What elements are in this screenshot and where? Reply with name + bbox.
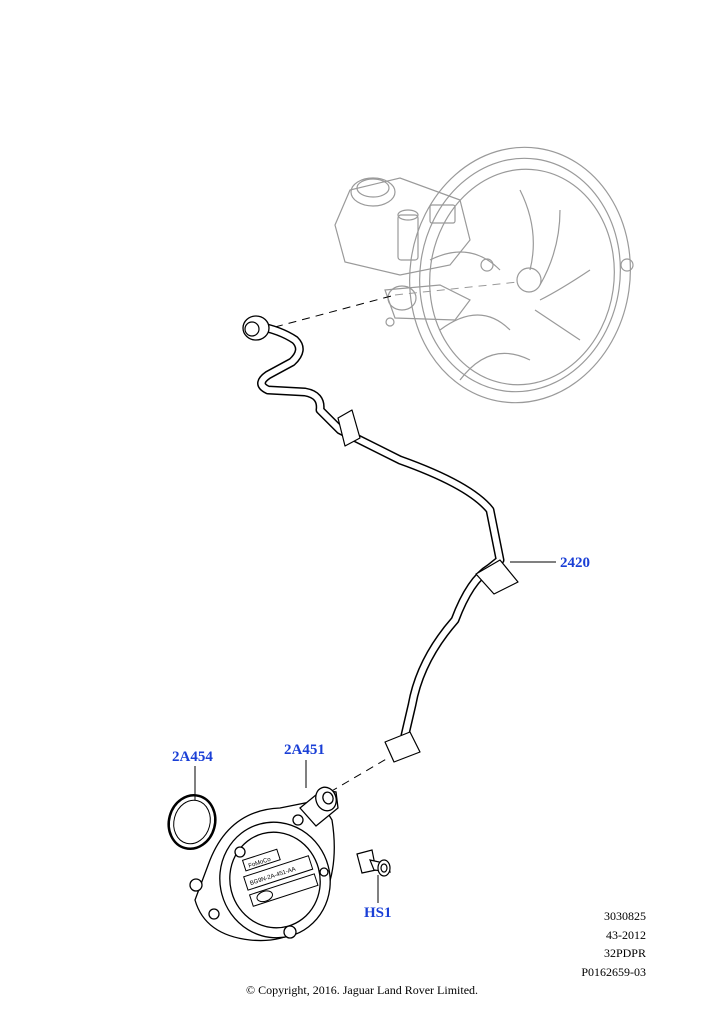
vacuum-pump [189,786,339,942]
copyright-notice: © Copyright, 2016. Jaguar Land Rover Lim… [245,983,479,997]
drawing-ref-3: 32PDPR [603,946,646,960]
drawing-ref-4: P0162659-03 [581,965,646,979]
drawing-ref-1: 3030825 [604,909,646,923]
assembly-lead-lines [274,281,519,793]
callout-2420[interactable]: 2420 [560,555,590,571]
bolt [356,849,391,877]
callout-2A451[interactable]: 2A451 [284,742,325,758]
callout-2A454[interactable]: 2A454 [172,749,213,765]
drawing-ref-2: 43-2012 [606,928,646,942]
pump-face-label [241,848,319,907]
brake-booster [334,146,634,404]
vacuum-pipe [242,315,519,763]
o-ring [167,793,217,851]
callout-HS1[interactable]: HS1 [364,905,392,921]
